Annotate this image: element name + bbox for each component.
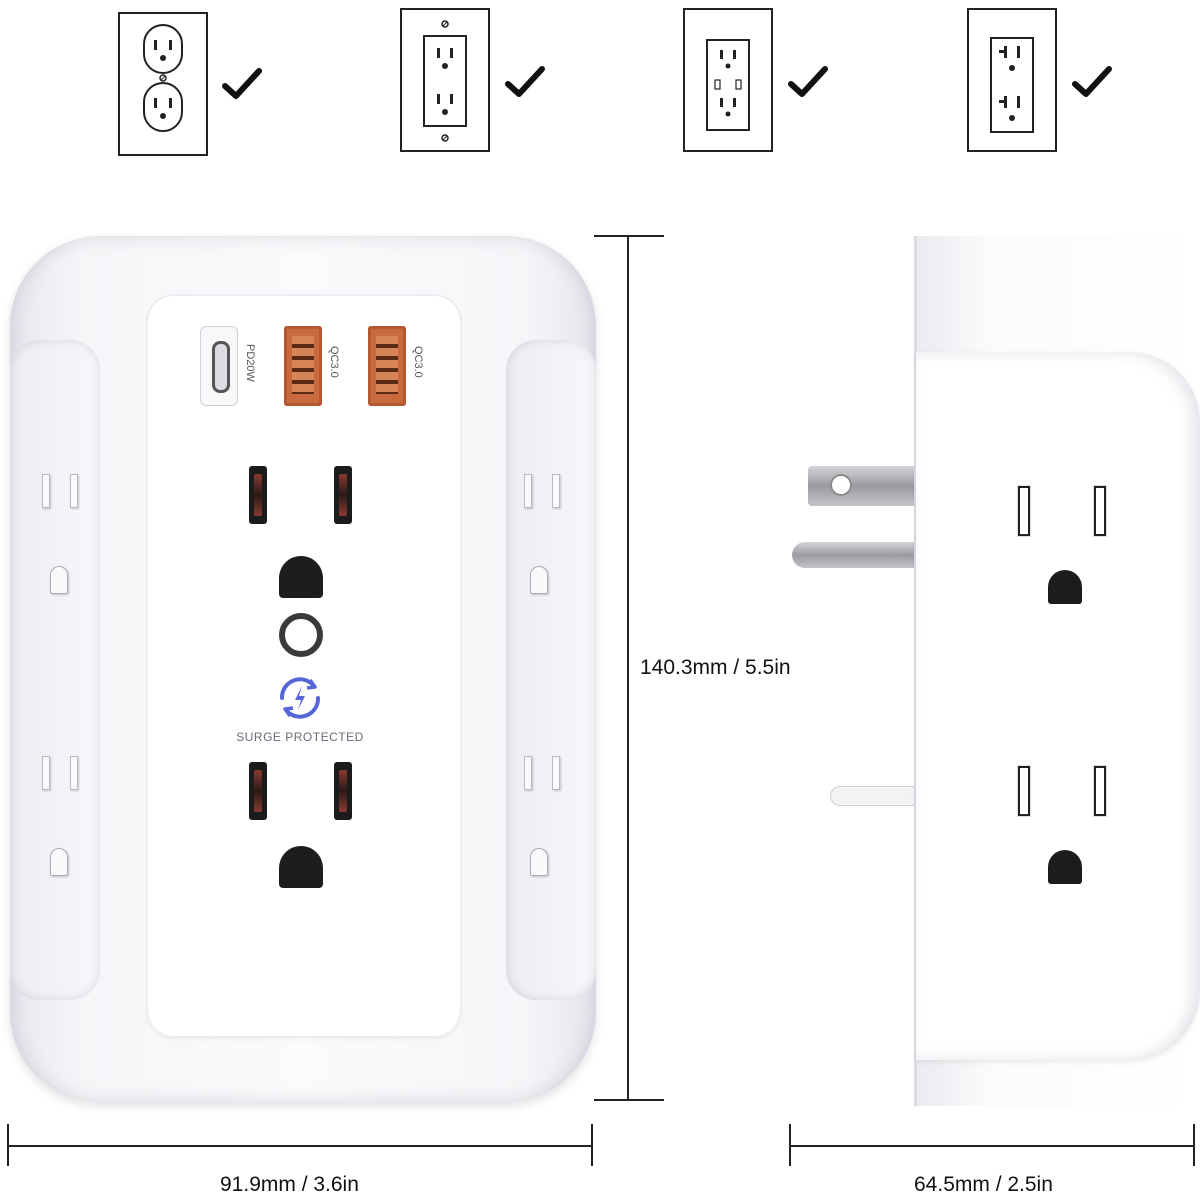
depth-dimension-line xyxy=(789,1124,1195,1166)
compatible-outlet-1 xyxy=(118,12,208,156)
right-side-slot xyxy=(552,474,560,508)
duplex-outlet-icon xyxy=(143,24,183,132)
surge-protected-label: SURGE PROTECTED xyxy=(236,730,364,744)
usb-a-port-1 xyxy=(284,326,322,406)
check-icon-3 xyxy=(788,66,828,97)
side-outlet-slot xyxy=(1094,486,1106,536)
side-outlet-slot xyxy=(1018,766,1030,816)
outlet-ground xyxy=(279,556,323,598)
outlet-slot xyxy=(334,466,352,524)
side-outlet-ground xyxy=(1048,570,1082,604)
left-side-slot xyxy=(42,474,50,508)
left-side-ground xyxy=(50,566,68,594)
compatible-outlet-2 xyxy=(400,8,490,152)
width-dimension-label: 91.9mm / 3.6in xyxy=(220,1173,359,1196)
right-side-slot xyxy=(524,474,532,508)
outlet-slot xyxy=(249,762,267,820)
right-side-ground xyxy=(530,566,548,594)
left-side-ground xyxy=(50,848,68,876)
height-dimension-label: 140.3mm / 5.5in xyxy=(640,656,791,679)
check-icon-4 xyxy=(1072,66,1112,97)
usb-a-port-2 xyxy=(368,326,406,406)
usb-outlet-icon xyxy=(706,39,750,131)
usb-c-label: PD20W xyxy=(244,344,256,382)
surge-protection-icon xyxy=(279,677,321,719)
right-side-slot xyxy=(524,756,532,790)
plug-prong-top xyxy=(808,466,916,506)
left-side-slot xyxy=(42,756,50,790)
front-panel xyxy=(148,296,460,1036)
height-dimension-line xyxy=(594,235,664,1101)
side-outlet-slot xyxy=(1018,486,1030,536)
depth-dimension-label: 64.5mm / 2.5in xyxy=(914,1173,1053,1196)
outlet-ground xyxy=(279,846,323,888)
mounting-tab xyxy=(830,786,916,806)
width-dimension-line xyxy=(7,1124,593,1166)
left-side-slot xyxy=(70,756,78,790)
t-slot-outlet-icon xyxy=(990,37,1034,133)
check-icon-1 xyxy=(222,68,262,99)
left-side-slot xyxy=(70,474,78,508)
usb-a-label-2: QC3.0 xyxy=(412,346,424,378)
usb-c-port xyxy=(200,326,238,406)
right-side-wing xyxy=(506,340,596,1000)
side-front-face xyxy=(916,352,1200,1060)
right-side-slot xyxy=(552,756,560,790)
power-button xyxy=(279,613,323,657)
decora-outlet-icon xyxy=(423,20,467,142)
side-outlet-slot xyxy=(1094,766,1106,816)
right-side-ground xyxy=(530,848,548,876)
left-side-wing xyxy=(10,340,100,1000)
prong-hole xyxy=(830,474,852,496)
side-outlet-ground xyxy=(1048,850,1082,884)
compatible-outlet-4 xyxy=(967,8,1057,152)
outlet-slot xyxy=(249,466,267,524)
plug-prong-middle xyxy=(792,542,916,568)
usb-a-label-1: QC3.0 xyxy=(328,346,340,378)
compatible-outlet-3 xyxy=(683,8,773,152)
check-icon-2 xyxy=(505,66,545,97)
outlet-slot xyxy=(334,762,352,820)
